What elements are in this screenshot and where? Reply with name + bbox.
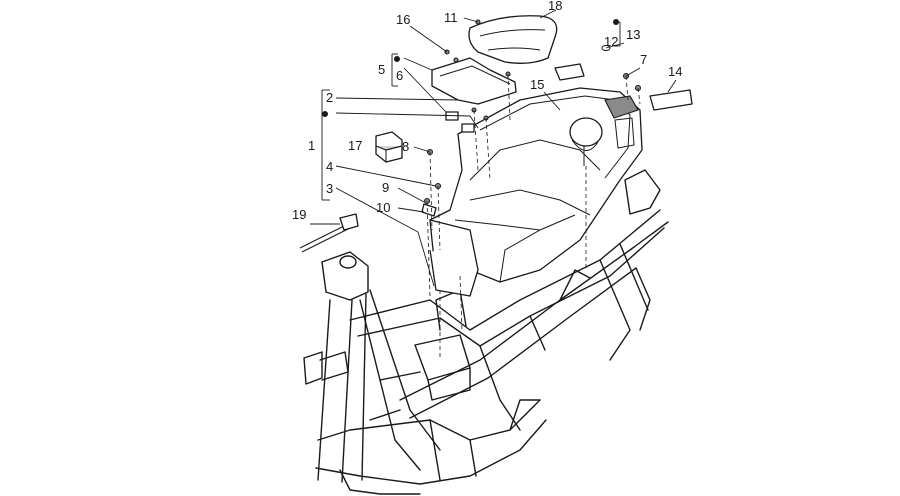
marker-bullet — [394, 56, 400, 62]
callout-4: 4 — [326, 159, 333, 174]
storage-compartment — [429, 87, 643, 297]
leader-lines — [310, 9, 677, 287]
callout-14: 14 — [668, 64, 682, 79]
relay-part — [375, 131, 403, 163]
reflector-part — [649, 89, 693, 111]
callout-19: 19 — [292, 207, 306, 222]
scooter-frame — [303, 169, 669, 495]
callout-7: 7 — [640, 52, 647, 67]
callout-8: 8 — [402, 139, 409, 154]
callout-13: 13 — [626, 27, 640, 42]
callout-2: 2 — [326, 90, 333, 105]
callout-9: 9 — [382, 180, 389, 195]
assembly-lines — [426, 73, 641, 360]
callout-10: 10 — [376, 200, 390, 215]
lock-plate-part — [554, 45, 611, 81]
callout-labels: 1 2 3 4 5 6 7 8 9 10 11 12 13 14 15 16 1… — [292, 0, 682, 222]
callout-11: 11 — [444, 10, 458, 25]
callout-6: 6 — [396, 68, 403, 83]
callout-17: 17 — [348, 138, 362, 153]
callout-18: 18 — [548, 0, 562, 13]
callout-5: 5 — [378, 62, 385, 77]
callout-12: 12 — [604, 34, 618, 49]
callout-16: 16 — [396, 12, 410, 27]
callout-3: 3 — [326, 181, 333, 196]
callout-1: 1 — [308, 138, 315, 153]
marker-bullet — [322, 111, 328, 117]
seat-cover-part — [468, 15, 558, 64]
callout-15: 15 — [530, 77, 544, 92]
cable-tie-part — [299, 213, 359, 253]
marker-bullet — [613, 19, 619, 25]
